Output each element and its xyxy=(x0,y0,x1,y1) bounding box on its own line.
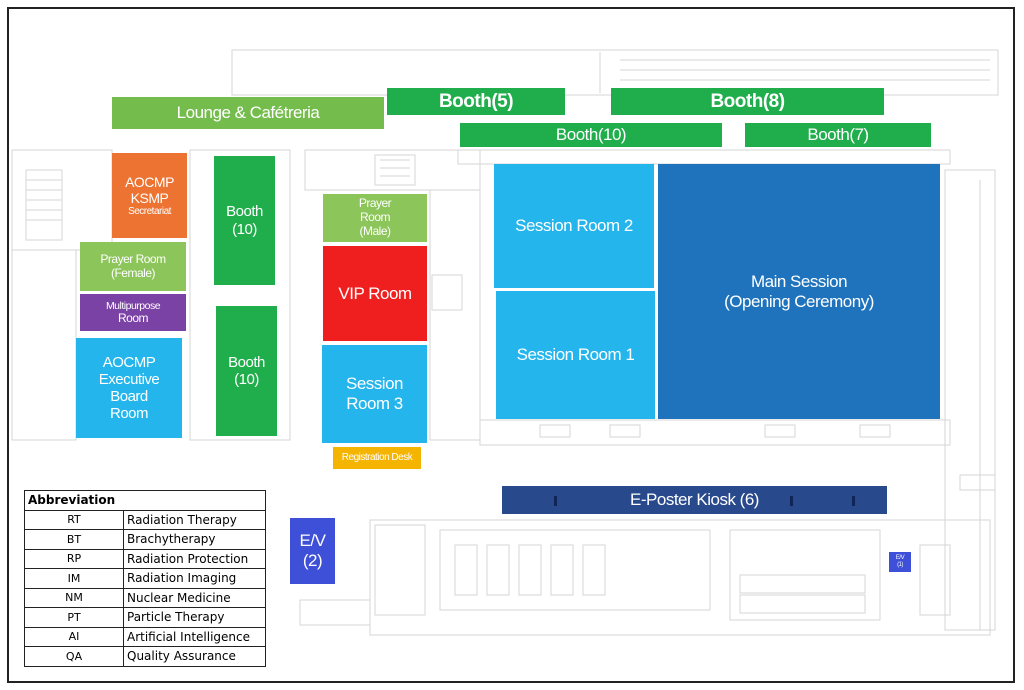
legend-full: Particle Therapy xyxy=(123,607,266,628)
booth-10-b-line2: (10) xyxy=(234,371,259,388)
exec-line3: Board xyxy=(110,388,148,405)
legend-abbr: QA xyxy=(24,646,124,667)
e-poster-label: E-Poster Kiosk (6) xyxy=(630,490,759,510)
prayer-male-line3: (Male) xyxy=(359,223,391,238)
booth-10-a-line2: (10) xyxy=(232,220,257,238)
booth-10-left-a[interactable]: Booth(10) xyxy=(214,156,275,285)
prayer-female-line1: Prayer Room xyxy=(100,251,166,266)
legend-full: Quality Assurance xyxy=(123,646,266,667)
secretariat-line2: KSMP xyxy=(130,189,169,206)
booth-10-top[interactable]: Booth(10) xyxy=(460,123,722,147)
prayer-male-line1: Prayer xyxy=(358,196,392,211)
elevator-2[interactable]: E/V(2) xyxy=(290,518,335,584)
session-room-2[interactable]: Session Room 2 xyxy=(494,164,654,288)
legend-abbr: RT xyxy=(24,509,124,530)
exec-line4: Room xyxy=(109,405,149,423)
legend-abbr: PT xyxy=(24,607,124,628)
legend-abbr: IM xyxy=(24,568,124,589)
session3-line2: Room 3 xyxy=(346,394,403,413)
prayer-female-line2: (Female) xyxy=(110,265,156,280)
booth-8-label: Booth(8) xyxy=(710,90,785,112)
e-poster-kiosk[interactable]: E-Poster Kiosk (6) xyxy=(502,486,887,514)
multipurpose-line2: Room xyxy=(117,310,149,325)
legend-abbr: AI xyxy=(24,626,124,647)
booth-7[interactable]: Booth(7) xyxy=(745,123,931,147)
session3-line1: Session xyxy=(346,374,403,394)
legend-full: Radiation Therapy xyxy=(123,509,266,530)
exec-line2: Executive xyxy=(98,370,160,388)
exec-line1: AOCMP xyxy=(102,353,156,371)
legend-abbr: RP xyxy=(24,548,124,569)
legend-header-row: Abbreviation xyxy=(24,490,266,511)
legend-full: Radiation Protection xyxy=(123,548,266,569)
main-session-line2: (Opening Ceremony) xyxy=(724,291,874,311)
session1-label: Session Room 1 xyxy=(516,345,635,365)
legend-full: Brachytherapy xyxy=(123,529,266,550)
legend-full: Artificial Intelligence xyxy=(123,626,266,647)
lounge-cafeteria[interactable]: Lounge & Cafétreria xyxy=(112,97,384,129)
booth-10-b-line1: Booth xyxy=(228,353,265,371)
booth-10-left-b[interactable]: Booth(10) xyxy=(216,306,277,436)
ev-2-line2: (2) xyxy=(302,551,323,570)
legend-full: Nuclear Medicine xyxy=(123,587,266,608)
elevator-1[interactable]: E/V(1) xyxy=(889,552,911,572)
secretariat-line3: Secretariat xyxy=(128,205,171,217)
legend-abbr: NM xyxy=(24,587,124,608)
main-session-line1: Main Session xyxy=(750,271,848,291)
booth-5-label: Booth(5) xyxy=(438,90,514,112)
legend-header: Abbreviation xyxy=(24,490,266,511)
multipurpose-line1: Multipurpose xyxy=(105,299,161,312)
legend-full: Radiation Imaging xyxy=(123,568,266,589)
vip-room[interactable]: VIP Room xyxy=(323,246,427,341)
main-session-room[interactable]: Main Session(Opening Ceremony) xyxy=(658,164,940,419)
lounge-label: Lounge & Cafétreria xyxy=(176,103,320,123)
prayer-room-female[interactable]: Prayer Room(Female) xyxy=(80,242,186,291)
ev-1-line1: E/V xyxy=(895,555,905,562)
registration-desk[interactable]: Registration Desk xyxy=(333,447,421,469)
booth-10-a-line1: Booth xyxy=(226,203,263,221)
session2-label: Session Room 2 xyxy=(515,216,633,236)
kiosk-markers xyxy=(554,496,855,506)
booth-5[interactable]: Booth(5) xyxy=(387,88,565,115)
booth-7-label: Booth(7) xyxy=(807,125,869,145)
booth-10-top-label: Booth(10) xyxy=(555,125,627,145)
session-room-1[interactable]: Session Room 1 xyxy=(496,291,655,419)
prayer-male-line2: Room xyxy=(359,210,391,225)
vip-room-label: VIP Room xyxy=(338,283,412,303)
ev-2-line1: E/V xyxy=(299,531,326,551)
legend-abbr: BT xyxy=(24,529,124,550)
booth-8[interactable]: Booth(8) xyxy=(611,88,884,115)
secretariat-line1: AOCMP xyxy=(125,173,174,190)
registration-label: Registration Desk xyxy=(341,452,413,464)
ev-1-line2: (1) xyxy=(897,562,903,568)
